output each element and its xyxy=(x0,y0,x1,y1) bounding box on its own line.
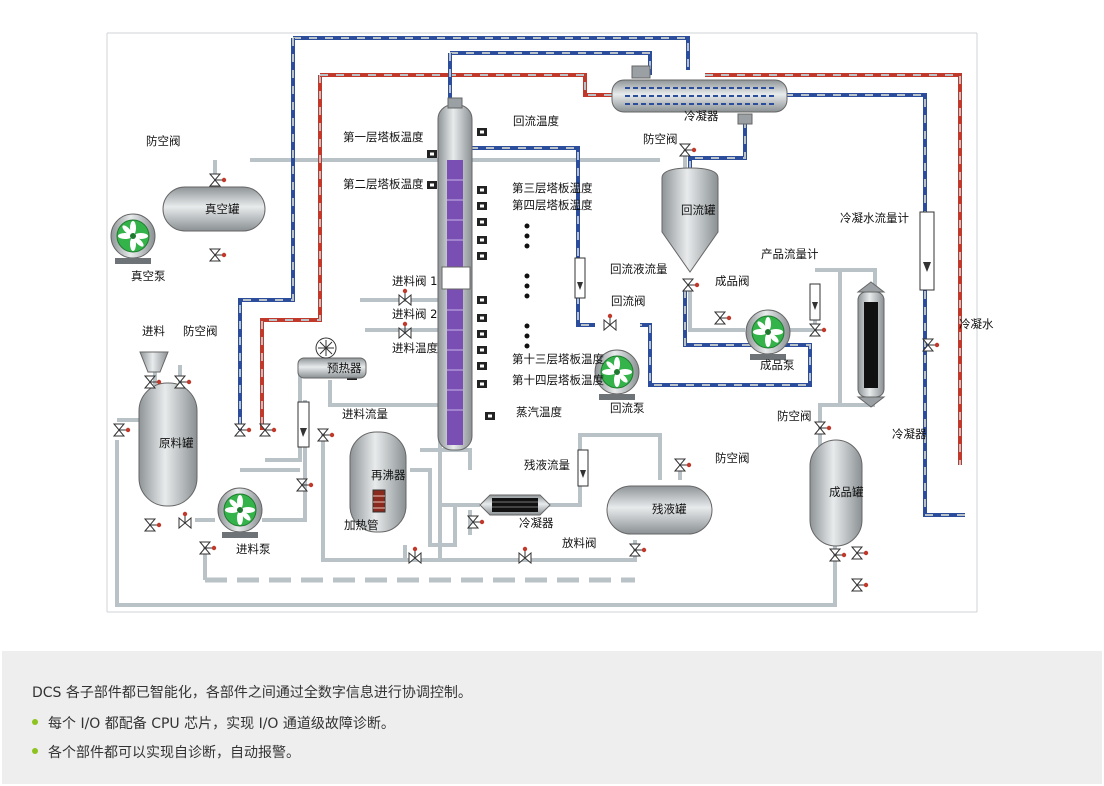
preheater xyxy=(297,337,367,379)
description-line-3-text: 各个部件都可以实现自诊断，自动报警。 xyxy=(48,745,300,761)
description-line-1: DCS 各子部件都已智能化，各部件之间通过全数字信息进行协调控制。 xyxy=(32,685,472,701)
label-feed-temp: 进料温度 xyxy=(392,341,438,355)
right-condenser xyxy=(856,281,886,408)
label-condenser-top: 冷凝器 xyxy=(684,109,719,123)
label-heater-tube: 加热管 xyxy=(344,518,379,532)
label-tray13-temp: 第十三层塔板温度 xyxy=(512,352,604,366)
label-vent-valve-residue: 防空阀 xyxy=(715,451,750,465)
label-tray1-temp: 第一层塔板温度 xyxy=(343,130,424,144)
label-vent-valve-reflux: 防空阀 xyxy=(643,132,678,146)
label-reflux-tank: 回流罐 xyxy=(681,203,716,217)
feed-pump-icon xyxy=(217,487,263,539)
label-reflux-pump: 回流泵 xyxy=(610,401,645,415)
label-product-pump: 成品泵 xyxy=(760,358,795,372)
vacuum-pump-icon xyxy=(110,213,156,265)
bullet-icon xyxy=(32,719,38,725)
label-coolant-flowmeter: 冷凝水流量计 xyxy=(840,211,909,225)
label-vacuum-pump: 真空泵 xyxy=(131,269,166,283)
label-tray14-temp: 第十四层塔板温度 xyxy=(512,373,604,387)
label-tray2-temp: 第二层塔板温度 xyxy=(343,177,424,191)
label-vent-valve-vacuum: 防空阀 xyxy=(146,134,181,148)
ellipsis-dots xyxy=(524,223,530,349)
vacuum-tank xyxy=(162,186,266,232)
bottom-condenser xyxy=(479,494,551,516)
distillation-column xyxy=(437,97,473,451)
bullet-icon xyxy=(32,748,38,754)
label-product-flowmeter: 产品流量计 xyxy=(761,247,819,261)
description-line-3: 各个部件都可以实现自诊断，自动报警。 xyxy=(32,742,300,762)
label-reflux-valve: 回流阀 xyxy=(611,294,646,308)
distillation-process-diagram: 防空阀 真空罐 真空泵 第一层塔板温度 第二层塔板温度 第三层塔板温度 第四层塔… xyxy=(106,32,994,613)
residue-tank xyxy=(606,485,713,535)
label-raw-tank: 原料罐 xyxy=(159,436,194,450)
description-panel: DCS 各子部件都已智能化，各部件之间通过全数字信息进行协调控制。 每个 I/O… xyxy=(2,651,1102,784)
reboiler xyxy=(349,431,407,533)
label-feed-pump: 进料泵 xyxy=(236,542,271,556)
diagram-labels: 防空阀 真空罐 真空泵 第一层塔板温度 第二层塔板温度 第三层塔板温度 第四层塔… xyxy=(131,109,994,556)
label-condenser-bottom: 冷凝器 xyxy=(519,516,554,530)
label-feed-valve1: 进料阀 1 xyxy=(392,274,437,288)
label-steam-temp: 蒸汽温度 xyxy=(516,405,562,419)
label-residue-flow: 残液流量 xyxy=(524,458,570,472)
diagram-frame xyxy=(106,32,978,613)
label-residue-tank: 残液罐 xyxy=(652,502,687,516)
label-condenser-right: 冷凝器 xyxy=(892,427,927,441)
label-vent-valve-raw: 防空阀 xyxy=(183,324,218,338)
label-vent-valve-product: 防空阀 xyxy=(777,409,812,423)
description-line-2: 每个 I/O 都配备 CPU 芯片，实现 I/O 通道级故障诊断。 xyxy=(32,713,395,733)
label-reflux-temp: 回流温度 xyxy=(513,114,559,128)
label-tray4-temp: 第四层塔板温度 xyxy=(512,198,593,212)
description-line-2-text: 每个 I/O 都配备 CPU 芯片，实现 I/O 通道级故障诊断。 xyxy=(48,716,395,732)
label-feed: 进料 xyxy=(142,324,165,338)
raw-tank xyxy=(138,351,198,507)
label-coolant: 冷凝水 xyxy=(959,317,994,331)
label-tray3-temp: 第三层塔板温度 xyxy=(512,181,593,195)
label-discharge-valve: 放料阀 xyxy=(562,536,597,550)
label-product-tank: 成品罐 xyxy=(829,485,864,499)
label-feed-valve2: 进料阀 2 xyxy=(392,307,437,321)
top-condenser xyxy=(611,65,788,125)
label-reboiler: 再沸器 xyxy=(371,468,406,482)
coolant-lines xyxy=(238,36,965,517)
label-vacuum-tank: 真空罐 xyxy=(205,202,240,216)
product-tank xyxy=(809,439,863,547)
label-product-valve: 成品阀 xyxy=(715,274,750,288)
label-reflux-flow: 回流液流量 xyxy=(610,262,668,276)
label-preheater: 预热器 xyxy=(327,361,362,375)
label-feed-flow: 进料流量 xyxy=(342,407,388,421)
reflux-tank xyxy=(661,167,719,273)
product-pump-icon xyxy=(745,309,791,361)
